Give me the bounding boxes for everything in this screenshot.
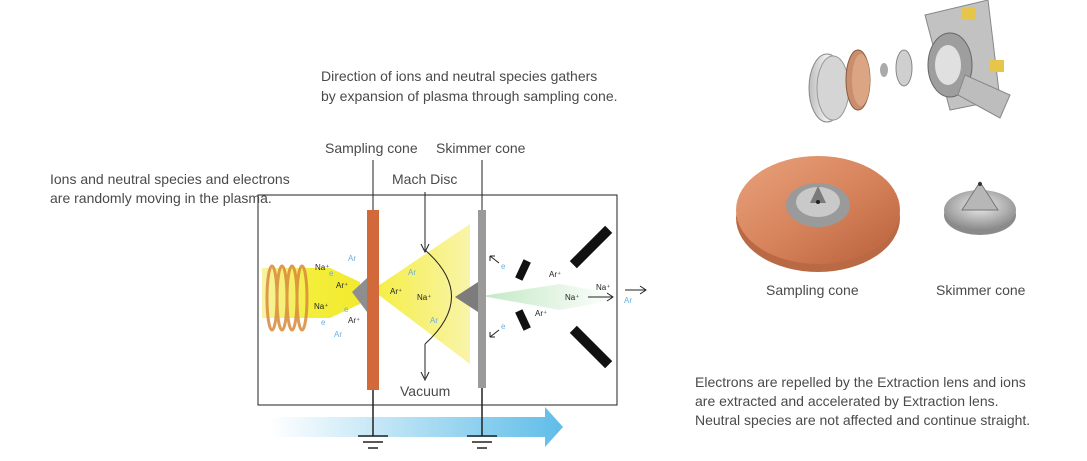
species-electron-label: e [501,322,506,331]
species-electron-label: e [321,318,326,327]
direction-annotation-line2: by expansion of plasma through sampling … [321,88,618,104]
sampling-cone-label: Sampling cone [325,140,418,156]
random-annotation-line1: Ions and neutral species and electrons [50,171,290,187]
species-ar-label: Ar [408,268,416,277]
flow-arrow [270,407,563,447]
skimmer-cone-plate [478,210,486,388]
expansion-fan [372,224,470,364]
species-ar-plus-label: Ar⁺ [549,270,562,279]
species-ar-plus-label: Ar⁺ [348,316,361,325]
species-na-label: Na⁺ [315,263,330,272]
species-na-label: Na⁺ [565,293,580,302]
sampling-cone-plate [367,210,379,390]
ground-symbol-skimmer [467,388,497,449]
skimmer-cone-image [944,181,1016,235]
skimmer-cone-tip [455,282,478,312]
ion-lens-bottom [569,325,613,369]
species-ar-label: Ar [624,296,632,305]
species-electron-label: e [501,262,506,271]
skimmer-cone-photo-caption: Skimmer cone [936,282,1026,298]
direction-annotation-line1: Direction of ions and neutral species ga… [321,68,598,84]
sampling-cone-image [736,156,900,272]
species-na-label: Na⁺ [596,283,611,292]
electron-arrow-bottom [489,329,500,338]
mach-disc-label: Mach Disc [392,171,458,187]
species-ar-label: Ar [334,330,342,339]
sampling-cone-tip [352,278,367,312]
species-ar-label: Ar [430,316,438,325]
species-na-label: Na⁺ [417,293,432,302]
extraction-annotation-line1: Electrons are repelled by the Extraction… [695,374,1026,390]
mach-disc-arc [424,249,452,345]
exploded-assembly-image [808,0,1011,123]
ion-lens-top [569,225,613,269]
species-ar-plus-label: Ar⁺ [535,309,548,318]
sampling-cone-photo-caption: Sampling cone [766,282,859,298]
species-ar-plus-label: Ar⁺ [336,281,349,290]
skimmer-cone-label: Skimmer cone [436,140,526,156]
species-electron-label: e [329,269,334,278]
electron-arrow-top [489,255,500,264]
species-na-label: Na⁺ [314,302,329,311]
species-electron-label: e [344,305,349,314]
random-annotation-line2: are randomly moving in the plasma. [50,190,272,206]
extraction-lens-top [515,259,531,281]
induction-coil [265,264,309,332]
extraction-annotation-line3: Neutral species are not affected and con… [695,412,1031,428]
ion-beam [482,284,615,310]
extraction-annotation-line2: are extracted and accelerated by Extract… [695,393,999,409]
ground-symbol-sampling [358,390,388,449]
vacuum-label: Vacuum [400,383,451,399]
extraction-lens-bottom [515,309,531,331]
species-ar-label: Ar [348,254,356,263]
chamber-outline [257,194,618,406]
species-ar-plus-label: Ar⁺ [390,287,403,296]
